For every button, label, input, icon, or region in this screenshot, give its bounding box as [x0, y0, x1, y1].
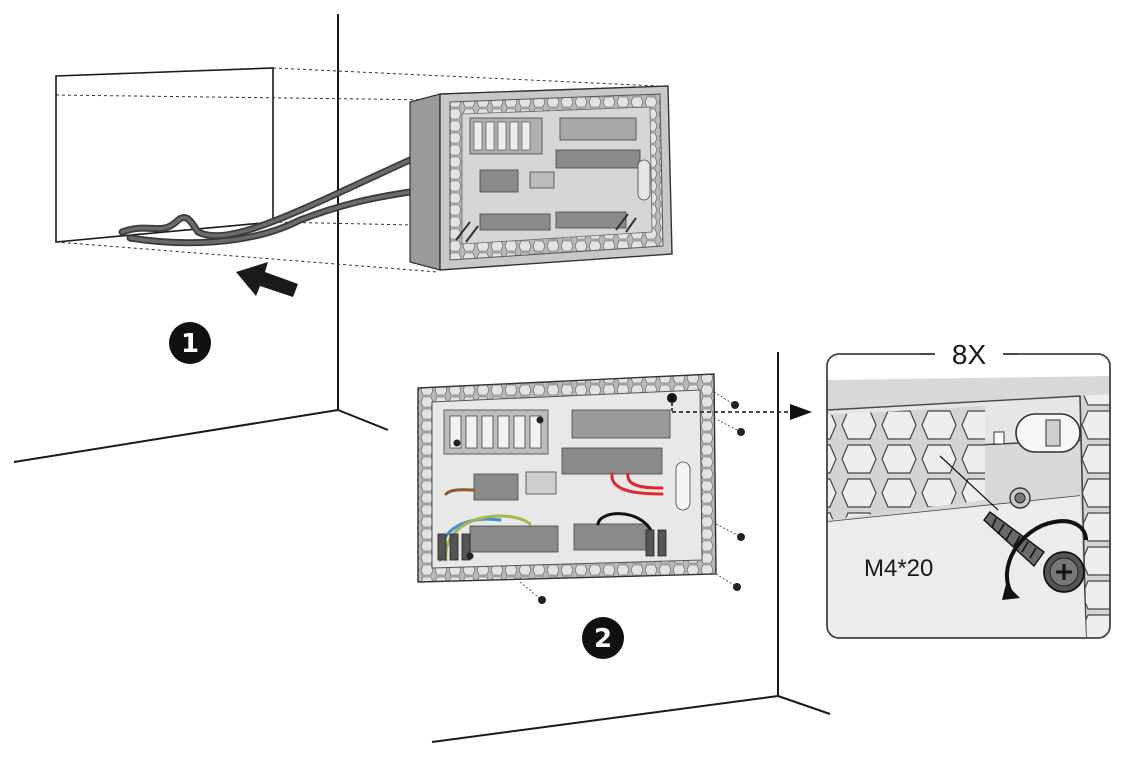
- step2-badge: 2: [582, 617, 624, 659]
- detail-inset: 8X M4*20: [826, 339, 1111, 639]
- terminal-strip-mid: [561, 447, 663, 475]
- wall-corner-2: [431, 352, 831, 743]
- terminal-block-left: [473, 473, 519, 501]
- rotation-arrow-icon: [1005, 519, 1088, 596]
- wall-corner-1: [13, 14, 389, 463]
- breaker-row: [443, 409, 549, 455]
- terminal-strip-top: [571, 409, 671, 439]
- step1-illustration: 1: [13, 14, 673, 463]
- screw-icon: [737, 428, 745, 436]
- step2-number: 2: [594, 624, 612, 654]
- terminal-strip-bottom-right: [573, 523, 649, 551]
- screw-icon: [536, 416, 544, 424]
- projection-lines: [55, 67, 659, 273]
- screw-spec-label: M4*20: [864, 555, 933, 582]
- push-arrow: [236, 262, 298, 297]
- screw-icon: [466, 552, 474, 560]
- enclosure-3d: [409, 85, 673, 271]
- wall-cutout: [55, 67, 274, 243]
- terminal-strip-bottom-left: [469, 525, 559, 553]
- relay-block: [525, 471, 557, 495]
- cable-bundle: [118, 156, 414, 247]
- screw-icon: [453, 439, 461, 447]
- step1-badge: 1: [169, 322, 211, 364]
- knockout-slot: [675, 461, 691, 511]
- breaker-row-3d: [469, 117, 543, 155]
- quantity-label: 8X: [952, 339, 987, 370]
- detail-callout-arrow: [671, 398, 812, 420]
- enclosure-front: [417, 373, 717, 583]
- step1-number: 1: [181, 329, 199, 359]
- cable-glands: [437, 529, 667, 561]
- step2-illustration: 2: [417, 352, 831, 743]
- screw-detail-icon: [983, 511, 1085, 593]
- screw-guide-lines: [519, 391, 742, 601]
